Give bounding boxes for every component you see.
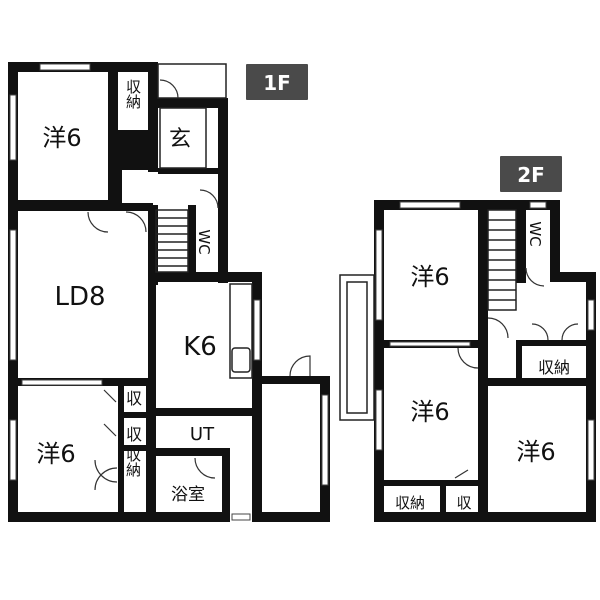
room-living-dining: LD8: [54, 282, 105, 312]
room-western-top: 洋6: [410, 263, 449, 291]
room-bath: 浴室: [171, 485, 205, 505]
floor-badge-1f: 1F: [246, 64, 308, 100]
room-western-nw: 洋6: [42, 124, 81, 152]
room-storage-small-2f: 収: [456, 494, 471, 512]
room-kitchen: K6: [183, 332, 217, 362]
room-wc-2f: WC: [526, 221, 544, 246]
windows-2f: [375, 201, 595, 481]
floor-label-2f: 2F: [517, 163, 545, 187]
room-storage-bottom: 収納: [124, 447, 142, 478]
room-storage-right: 収納: [538, 358, 570, 377]
room-western-sw: 洋6: [36, 440, 75, 468]
room-entrance: 玄: [169, 127, 191, 152]
room-storage-bottom-2f: 収納: [395, 494, 425, 512]
room-utility: UT: [190, 424, 215, 445]
room-storage-small-1: 収: [126, 389, 142, 408]
room-western-mid: 洋6: [410, 398, 449, 426]
windows-1f: [9, 63, 329, 521]
floor-badge-2f: 2F: [500, 156, 562, 192]
room-western-right: 洋6: [516, 438, 555, 466]
fixtures-2f: [454, 209, 579, 479]
labels-1f: 洋6 収納 玄 WC LD8 K6 収 収 UT 洋6 収納 浴室: [36, 79, 216, 505]
fixtures-1f: [87, 63, 311, 491]
room-wc-1f: WC: [195, 229, 213, 254]
floor-label-1f: 1F: [263, 71, 291, 95]
labels-2f: WC 洋6 収納 洋6 洋6 収納 収: [395, 221, 570, 512]
room-storage-top: 収納: [124, 79, 142, 110]
room-storage-small-2: 収: [126, 425, 142, 444]
